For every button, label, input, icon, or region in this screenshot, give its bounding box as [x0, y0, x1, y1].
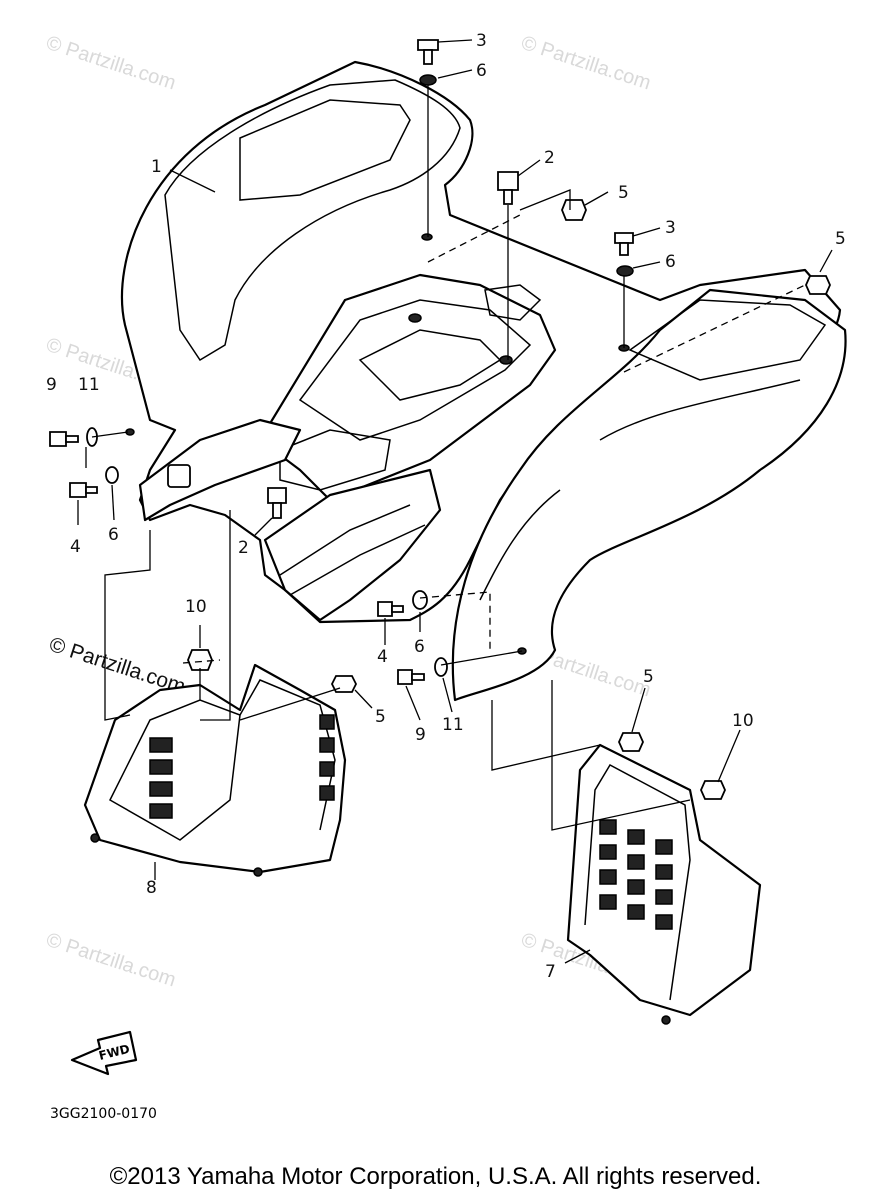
callout-5: 5: [375, 707, 386, 727]
callouts: 1 2 2 3 3 4 4 5 5 5 5 6 6 6 6 7 8 9 9 10…: [46, 31, 846, 982]
copyright-notice: ©2013 Yamaha Motor Corporation, U.S.A. A…: [109, 1163, 762, 1190]
callout-3: 3: [665, 218, 676, 238]
callout-9: 9: [46, 375, 57, 395]
callout-6: 6: [665, 252, 676, 272]
callout-6: 6: [414, 637, 425, 657]
hardware: [49, 39, 831, 800]
callout-7: 7: [545, 962, 556, 982]
rear-fender-part-1: [120, 60, 847, 702]
watermark: © Partzilla.com: [518, 32, 653, 95]
callout-11: 11: [78, 375, 100, 395]
callout-1: 1: [151, 157, 162, 177]
callout-6: 6: [108, 525, 119, 545]
callout-3: 3: [476, 31, 487, 51]
fwd-arrow-icon: FWD: [70, 1030, 138, 1076]
callout-4: 4: [377, 647, 388, 667]
callout-5: 5: [835, 229, 846, 249]
callout-8: 8: [146, 878, 157, 898]
right-mud-flap-part-7: [566, 743, 762, 1025]
callout-6: 6: [476, 61, 487, 81]
callout-5: 5: [643, 667, 654, 687]
callout-10: 10: [732, 711, 754, 731]
callout-5: 5: [618, 183, 629, 203]
right-flap-louvers: [599, 819, 673, 930]
callout-4: 4: [70, 537, 81, 557]
left-mud-flap-part-8: [83, 663, 347, 877]
callout-11: 11: [442, 715, 464, 735]
callout-2: 2: [238, 538, 249, 558]
leader-lines: [77, 39, 833, 964]
diagram-code: 3GG2100-0170: [50, 1106, 157, 1122]
watermark: © Partzilla.com: [43, 929, 178, 992]
callout-2: 2: [544, 148, 555, 168]
callout-10: 10: [185, 597, 207, 617]
left-flap-louvers: [149, 714, 335, 819]
watermark: © Partzilla.com: [43, 32, 178, 95]
callout-9: 9: [415, 725, 426, 745]
